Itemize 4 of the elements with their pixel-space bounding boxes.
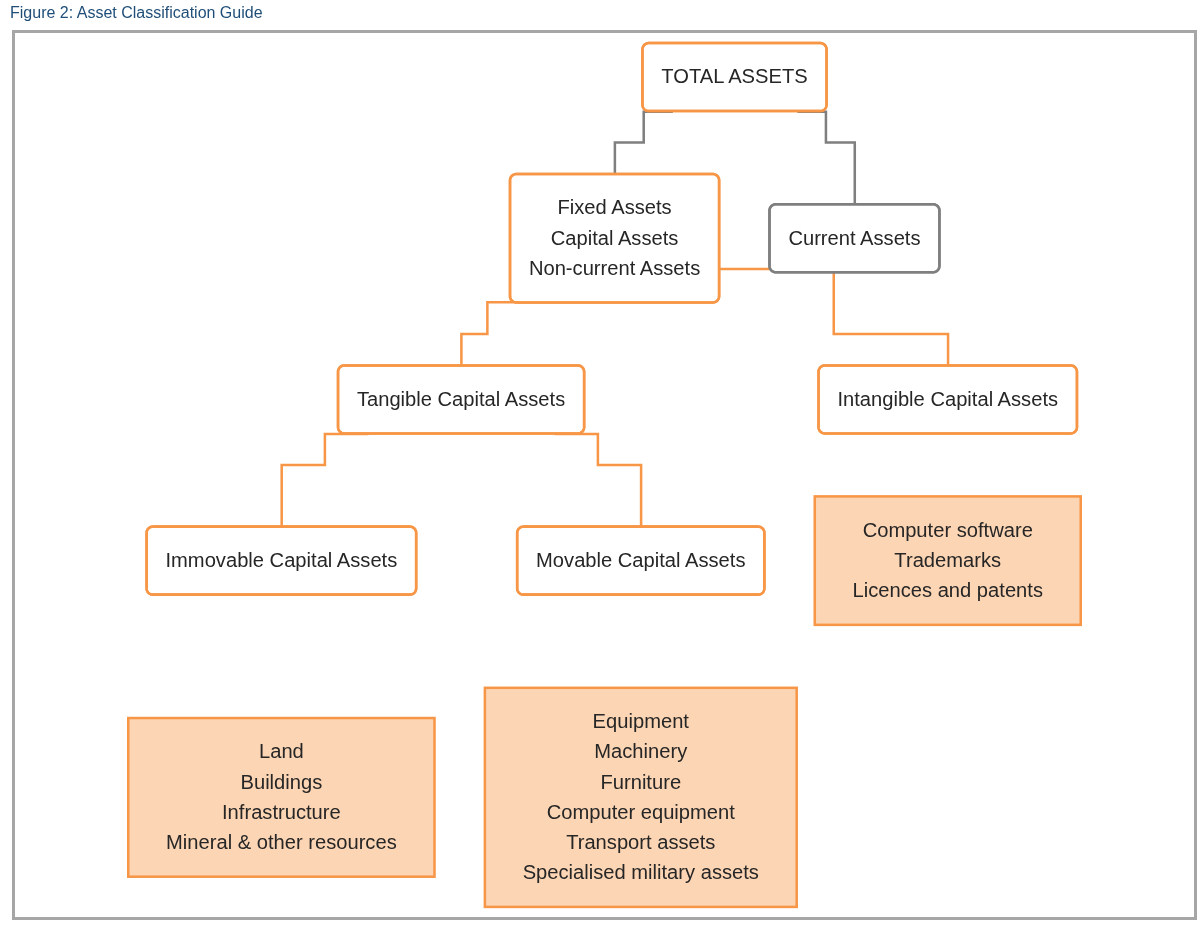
node-box: Computer software Trademarks Licences and patents: [813, 495, 1082, 627]
node-box: Equipment Machinery Furniture Computer equipment Transport assets Specialised military assets: [483, 686, 798, 909]
figure-title: Figure 2: Asset Classification Guide: [9, 3, 264, 23]
node-box: Land Buildings Infrastructure Mineral & other resources: [127, 716, 436, 878]
